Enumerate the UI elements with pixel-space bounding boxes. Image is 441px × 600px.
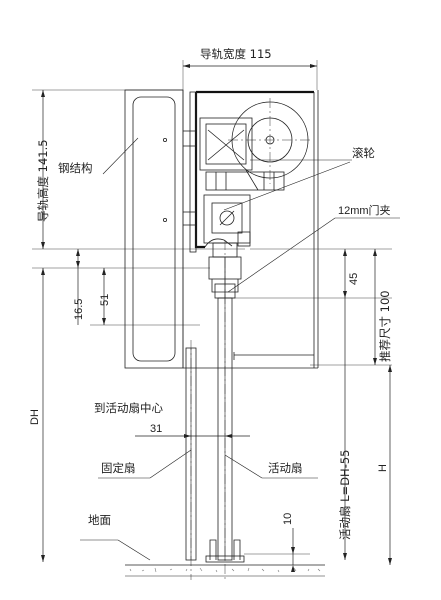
active-leaf-leader: [224, 454, 263, 479]
rail-width-label: 导轨宽度 115: [200, 47, 272, 61]
fixed-leaf-label: 固定扇: [101, 461, 136, 475]
rail-height-label: 导轨高度 141.5: [36, 139, 50, 222]
rail-housing-right: [183, 90, 319, 369]
roller-carriage: [199, 117, 285, 191]
active-leaf-label: 活动扇: [268, 461, 303, 475]
dh-dimension: [41, 268, 45, 562]
active-leaf-length-label: 活动扇 L=DH-55: [338, 450, 352, 540]
rail-width-dimension: [182, 60, 318, 90]
h-dimension: [388, 365, 392, 565]
roller-leader-2: [223, 161, 351, 211]
dim-16-5: [76, 249, 80, 325]
steel-structure: [124, 89, 184, 369]
ground-label: 地面: [88, 513, 111, 527]
rail-height-dimension: [41, 90, 45, 249]
dim-100: [373, 249, 377, 365]
dim-31: [135, 434, 250, 438]
to-center-label: 到活动扇中心: [94, 401, 163, 415]
roller-label: 滚轮: [352, 146, 375, 160]
door-clamp-label: 12mm门夹: [338, 203, 391, 217]
dim-45-label: 45: [348, 273, 360, 285]
dim-45: [343, 249, 347, 298]
dim-31-label: 31: [150, 423, 162, 435]
rail-profile: [162, 90, 314, 253]
dim-16-5-label: 16.5: [73, 299, 85, 320]
h-label: H: [377, 464, 389, 472]
dim-10-label: 10: [282, 513, 294, 525]
active-leaf-length-dim: [343, 298, 347, 560]
ground-line: [125, 564, 325, 577]
dim-100-label: 推荐尺寸 100: [378, 290, 392, 362]
floor-guide: [205, 539, 245, 563]
door-clamp-leader: [227, 217, 336, 293]
dim-51: [102, 268, 106, 325]
dh-label: DH: [29, 409, 41, 425]
dim-51-label: 51: [99, 294, 111, 306]
steel-structure-leader: [102, 137, 139, 175]
fixed-leaf-leader: [149, 449, 192, 479]
roller-wheel: [228, 98, 312, 184]
dim-10: [244, 528, 310, 572]
steel-structure-label: 钢结构: [58, 161, 93, 175]
ground-leader: [117, 539, 151, 561]
